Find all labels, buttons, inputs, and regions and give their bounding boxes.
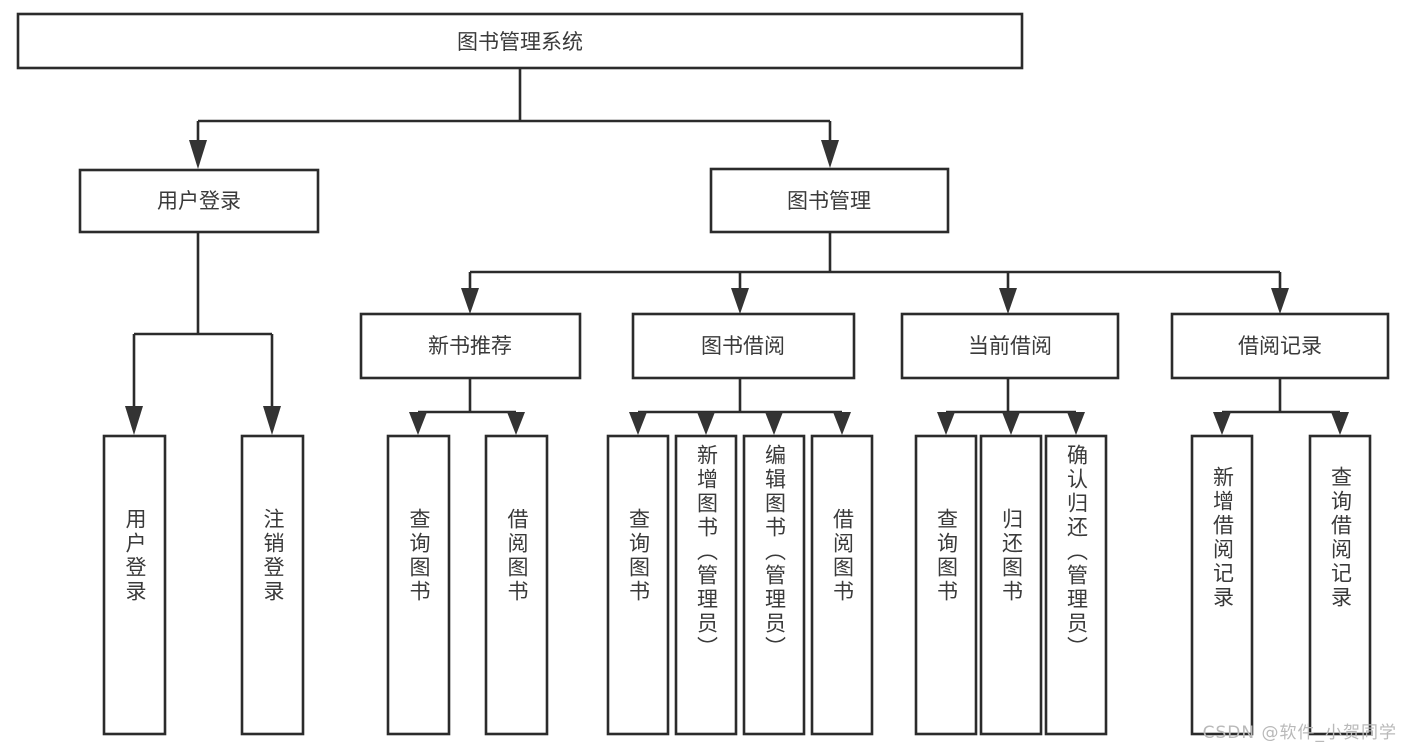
arrow-head-bb-leaf-4: [833, 412, 851, 435]
leaf-box-br-add[interactable]: [1190, 434, 1254, 736]
node-layer: 图书管理系统 用户登录 图书管理 新书推荐 图书借阅 当前借阅 借阅记录: [16, 12, 1390, 736]
arrow-head-bb-leaf-1: [629, 412, 647, 435]
arrow-head-borrow-record: [1271, 288, 1289, 314]
leaf-box-bb-add[interactable]: [674, 434, 738, 736]
arrow-head-user-login: [189, 140, 207, 169]
arrow-head-leaf-logout: [263, 406, 281, 435]
node-book-borrow[interactable]: [631, 312, 856, 380]
arrow-head-book-manage: [821, 140, 839, 168]
leaf-box-bb-edit[interactable]: [742, 434, 806, 736]
arrow-head-br-leaf-2: [1331, 412, 1349, 435]
node-book-manage[interactable]: [709, 167, 950, 234]
arrow-head-book-borrow: [731, 288, 749, 314]
node-book-manage-label: 图书管理: [787, 189, 871, 213]
arrow-head-cb-leaf-3: [1067, 412, 1085, 435]
arrow-head-current-borrow: [999, 288, 1017, 314]
watermark-text: CSDN @软件_小贺同学: [1202, 723, 1397, 743]
arrow-head-bb-leaf-2: [697, 412, 715, 435]
node-root[interactable]: [16, 12, 1024, 70]
node-current-borrow-label: 当前借阅: [968, 334, 1052, 358]
arrow-head-leaf-user-login: [125, 406, 143, 435]
leaf-box-br-query[interactable]: [1308, 434, 1372, 736]
leaf-box-nb-query[interactable]: [386, 434, 451, 736]
arrow-head-cb-leaf-2: [1002, 412, 1020, 435]
leaf-box-bb-borrow[interactable]: [810, 434, 874, 736]
arrow-head-nb-leaf-1: [409, 412, 427, 435]
arrow-head-new-book: [461, 288, 479, 314]
leaf-box-nb-borrow[interactable]: [484, 434, 549, 736]
arrow-head-br-leaf-1: [1213, 412, 1231, 435]
arrow-head-bb-leaf-3: [765, 412, 783, 435]
leaf-box-cb-return[interactable]: [979, 434, 1043, 736]
leaf-box-user-login[interactable]: [102, 434, 167, 736]
node-new-book-recommend[interactable]: [359, 312, 582, 380]
connector-layer: [125, 68, 1349, 435]
node-user-login-label: 用户登录: [157, 189, 241, 213]
node-borrow-record-label: 借阅记录: [1238, 334, 1322, 358]
node-root-label: 图书管理系统: [457, 30, 583, 54]
leaf-box-cb-confirm[interactable]: [1044, 434, 1108, 736]
node-current-borrow[interactable]: [900, 312, 1120, 380]
node-book-borrow-label: 图书借阅: [701, 334, 785, 358]
node-user-login[interactable]: [78, 168, 320, 234]
node-new-book-recommend-label: 新书推荐: [428, 334, 512, 358]
leaf-box-bb-query[interactable]: [606, 434, 670, 736]
leaf-box-cb-query[interactable]: [914, 434, 978, 736]
node-borrow-record[interactable]: [1170, 312, 1390, 380]
arrow-head-cb-leaf-1: [937, 412, 955, 435]
arrow-head-nb-leaf-2: [507, 412, 525, 435]
leaf-box-logout[interactable]: [240, 434, 305, 736]
